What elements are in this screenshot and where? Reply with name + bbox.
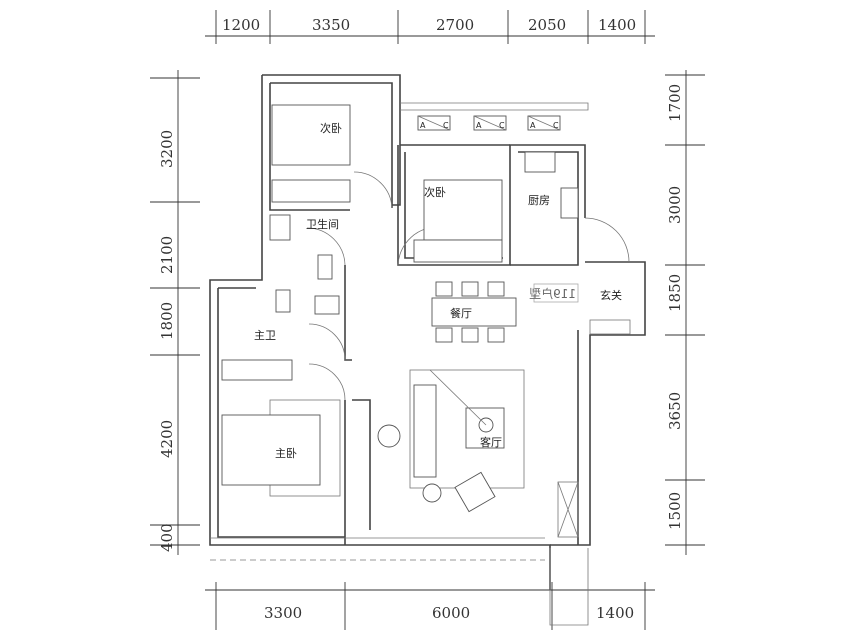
- dim-bottom-1: 3300: [264, 604, 302, 622]
- bed-icon: [423, 179, 503, 241]
- dim-bottom-2: 6000: [432, 604, 470, 622]
- svg-text:A: A: [476, 121, 482, 130]
- stove-icon: [560, 187, 579, 219]
- sink-icon: [524, 151, 556, 173]
- dim-left-3: 1800: [158, 302, 176, 340]
- unit-type-label: 119户型: [529, 283, 579, 303]
- armchair-icon: [454, 471, 496, 513]
- walls: [209, 74, 646, 626]
- room-label-bathroom: 卫生间: [306, 217, 339, 231]
- dim-left-5: 400: [158, 523, 176, 552]
- svg-text:A: A: [420, 121, 426, 130]
- dim-bottom-3: 1400: [596, 604, 634, 622]
- dim-top-1: 1200: [222, 16, 260, 34]
- dim-top-5: 1400: [598, 16, 636, 34]
- doors: [306, 171, 630, 401]
- dim-right-1: 1700: [666, 84, 684, 122]
- room-label-master-bath: 主卫: [254, 329, 276, 342]
- svg-text:C: C: [443, 121, 449, 130]
- room-label-dining: 餐厅: [450, 306, 472, 320]
- dim-right-2: 3000: [666, 186, 684, 224]
- svg-text:C: C: [499, 121, 505, 130]
- right-dimension-line: 1700 3000 1850 3650 1500: [665, 70, 705, 555]
- dim-top-4: 2050: [528, 16, 566, 34]
- dim-top-2: 3350: [312, 16, 350, 34]
- sofa-icon: [413, 384, 437, 478]
- dim-top-3: 2700: [436, 16, 474, 34]
- room-label-bedroom-2b: 次卧: [424, 185, 446, 199]
- toilet-icon: [317, 254, 333, 280]
- svg-text:C: C: [553, 121, 559, 130]
- bottom-dimension-line: 3300 6000 1400: [205, 582, 655, 630]
- top-dimension-line: 1200 3350 2700 2050 1400: [205, 10, 655, 44]
- bed-icon: [271, 104, 351, 166]
- toilet-icon: [275, 289, 291, 313]
- dim-right-3: 1850: [666, 274, 684, 312]
- room-label-kitchen: 厨房: [528, 194, 550, 207]
- room-label-entry: 玄关: [600, 288, 622, 302]
- dim-left-2: 2100: [158, 236, 176, 274]
- dim-right-4: 3650: [666, 392, 684, 430]
- dim-right-5: 1500: [666, 492, 684, 530]
- dim-left-1: 3200: [158, 130, 176, 168]
- svg-text:119户型: 119户型: [529, 286, 576, 301]
- room-label-living: 客厅: [480, 435, 502, 449]
- dining-table-icon: [431, 297, 517, 327]
- room-label-bedroom-2a: 次卧: [320, 121, 342, 135]
- svg-text:A: A: [530, 121, 536, 130]
- dim-left-4: 4200: [158, 420, 176, 458]
- room-label-master-bedroom: 主卧: [275, 447, 297, 460]
- furniture: [221, 104, 579, 513]
- left-dimension-line: 3200 2100 1800 4200 400: [150, 70, 200, 555]
- bed-icon: [221, 414, 321, 486]
